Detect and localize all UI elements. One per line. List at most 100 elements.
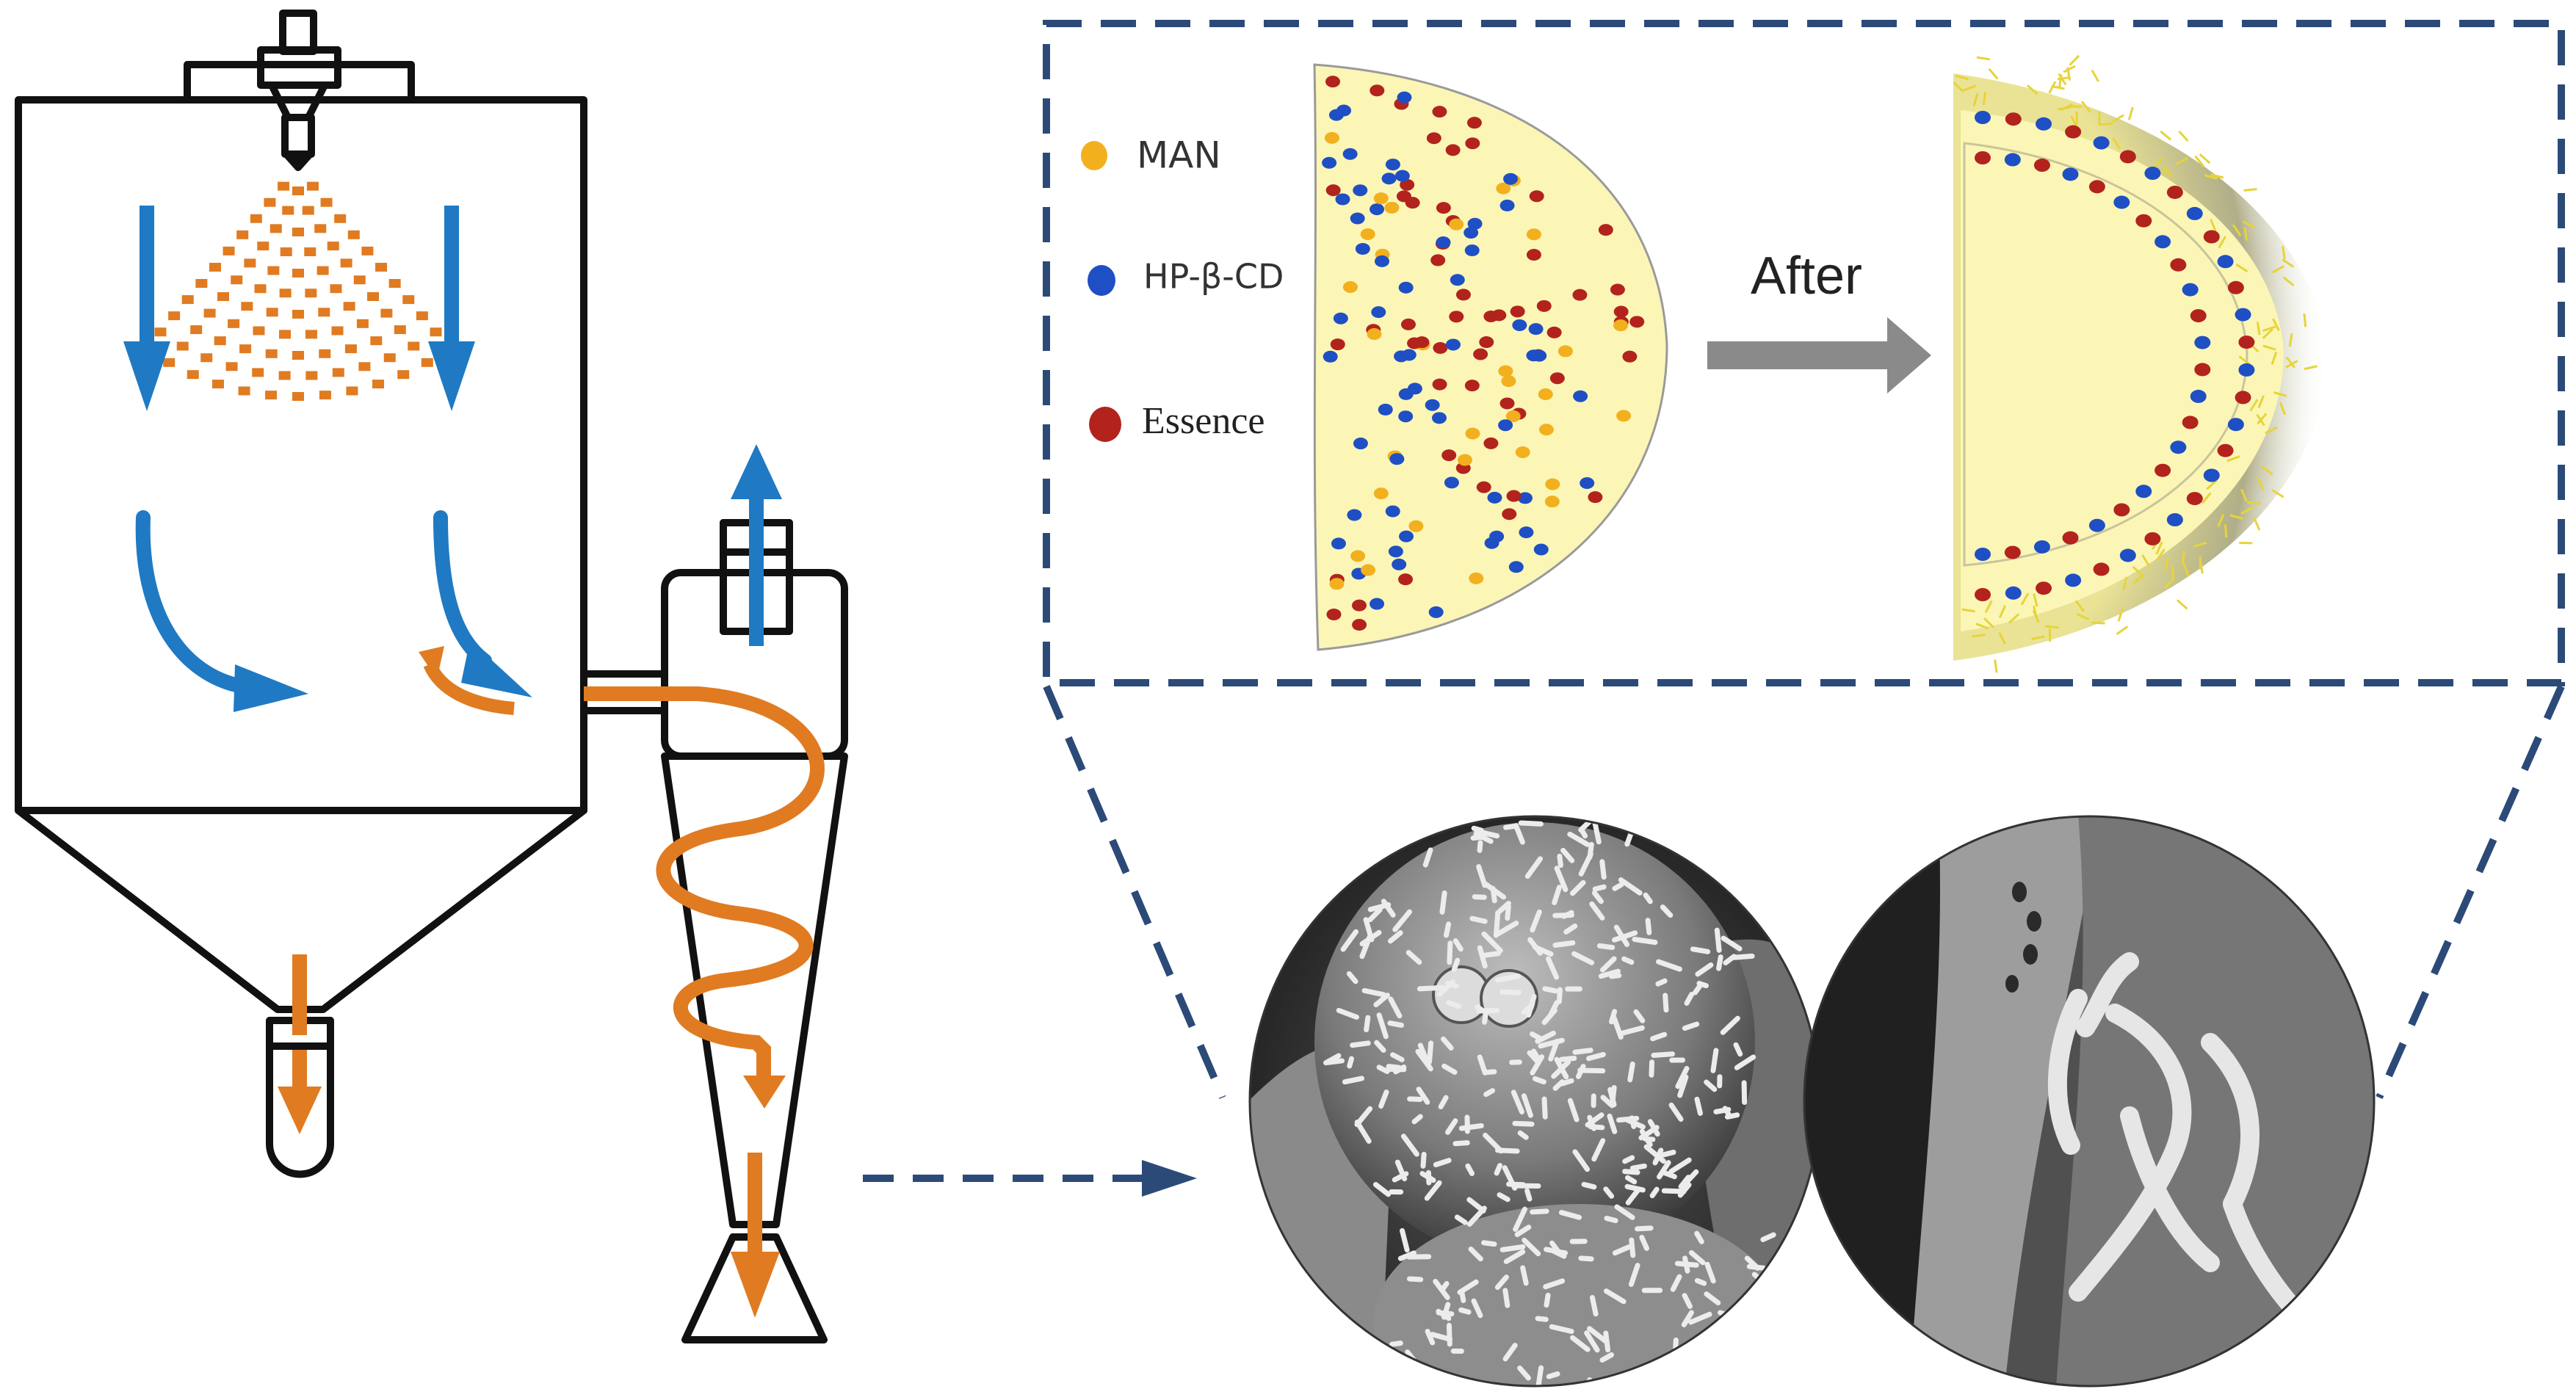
sem-fiber xyxy=(1552,940,1576,949)
sem-fiber xyxy=(1521,1093,1533,1118)
sem-fiber xyxy=(1657,1160,1671,1180)
sem-fiber xyxy=(1681,1310,1694,1327)
fiber xyxy=(2249,399,2259,412)
sem-fiber xyxy=(1541,1096,1548,1120)
sem-fiber xyxy=(1517,1365,1531,1381)
molecule-dot xyxy=(1371,306,1386,319)
fiber xyxy=(2063,65,2076,73)
molecule-dot xyxy=(2235,308,2251,322)
fiber xyxy=(2232,224,2242,236)
sem-fiber xyxy=(1581,1181,1597,1190)
molecule-dot xyxy=(2203,468,2220,482)
droplet xyxy=(305,289,317,298)
molecule-dot xyxy=(1538,424,1554,436)
molecule-dot xyxy=(2004,153,2021,167)
sem-fiber xyxy=(1411,1114,1423,1125)
droplet xyxy=(332,368,344,377)
molecule-dot xyxy=(1401,349,1417,361)
fiber xyxy=(2271,265,2284,274)
droplet xyxy=(279,289,292,298)
molecule-dot xyxy=(2088,180,2105,194)
droplet xyxy=(380,308,393,318)
molecule-dot xyxy=(1508,561,1524,573)
molecule-dot xyxy=(1610,283,1625,296)
molecule-dot xyxy=(1510,305,1525,318)
molecule-dot xyxy=(1498,419,1513,432)
sem-fiber xyxy=(1400,1134,1419,1157)
molecule-dot xyxy=(2005,112,2022,126)
sem-fiber xyxy=(1473,831,1494,844)
fiber xyxy=(2265,426,2278,435)
droplet xyxy=(316,266,329,275)
sem-fiber xyxy=(1503,823,1517,830)
molecule-dot xyxy=(1330,338,1345,351)
droplet xyxy=(358,362,371,371)
sem-fiber xyxy=(1543,1278,1566,1290)
molecule-dot xyxy=(1458,454,1473,466)
molecule-dot xyxy=(1491,309,1507,322)
molecule-dot xyxy=(1378,403,1393,416)
sem-fiber xyxy=(1675,1065,1690,1089)
sem-fiber xyxy=(1430,1332,1453,1342)
sem-fiber xyxy=(1484,1069,1497,1076)
fiber xyxy=(2175,157,2188,166)
sem-fiber xyxy=(1632,937,1658,946)
sem-fiber xyxy=(1677,1074,1689,1098)
sem-fiber xyxy=(1589,901,1605,921)
sem-fiber xyxy=(1503,1249,1526,1264)
nozzle-stem xyxy=(281,114,315,158)
molecule-dot xyxy=(2166,185,2183,199)
molecule-dot xyxy=(1433,341,1448,354)
molecule-dot xyxy=(1425,399,1440,411)
sem-fiber xyxy=(1692,983,1703,995)
fiber xyxy=(2060,103,2074,112)
sem-fiber xyxy=(1656,959,1682,972)
sem-fiber xyxy=(1346,971,1358,984)
molecule-dot xyxy=(1428,606,1444,618)
sem-fiber xyxy=(1714,927,1722,953)
fiber xyxy=(2117,608,2124,622)
molecule-dot xyxy=(1324,131,1339,144)
molecule-dot xyxy=(1975,548,1991,561)
droplet xyxy=(319,349,331,358)
sem-fiber xyxy=(1427,1040,1434,1064)
molecule-dot xyxy=(1370,203,1385,216)
sem-fiber xyxy=(1694,1096,1703,1116)
sem-fiber xyxy=(1554,866,1569,893)
fiber xyxy=(2032,609,2040,623)
sem-fiber xyxy=(1600,1095,1613,1107)
molecule-dot xyxy=(2194,336,2211,349)
particle-after xyxy=(1953,54,2328,673)
droplet xyxy=(267,266,280,275)
molecule-dot xyxy=(1441,449,1457,462)
sem-fiber xyxy=(1682,1293,1693,1309)
sem-fiber xyxy=(1452,1140,1470,1147)
legend-item-man: MAN xyxy=(1081,134,1221,177)
fiber xyxy=(2206,479,2218,490)
sem-fiber xyxy=(1481,1240,1497,1247)
droplet xyxy=(383,353,396,363)
sem-fiber xyxy=(1342,1076,1365,1085)
molecule-dot xyxy=(1533,543,1549,556)
molecule-dot xyxy=(1616,410,1632,422)
molecule-dot xyxy=(1622,350,1638,363)
fiber xyxy=(2069,105,2083,108)
molecule-dot xyxy=(1342,280,1358,293)
fiber xyxy=(2253,518,2261,531)
fiber xyxy=(2193,541,2207,548)
molecule-dot xyxy=(1353,184,1368,197)
droplet xyxy=(430,327,442,337)
molecule-dot xyxy=(1381,173,1397,185)
after-arrow: After xyxy=(1707,247,1931,393)
fiber xyxy=(1994,659,1998,673)
molecule-dot xyxy=(1476,481,1491,493)
sem-fiber xyxy=(1578,1255,1594,1262)
sem-fiber xyxy=(1559,1078,1574,1087)
sem-fiber xyxy=(1628,1263,1640,1287)
molecule-dot xyxy=(1532,349,1547,362)
molecule-dot xyxy=(1352,619,1367,631)
molecule-dot xyxy=(2154,235,2171,249)
molecule-dot xyxy=(1373,192,1389,205)
sem-fiber xyxy=(1522,1237,1541,1257)
collection-vial xyxy=(266,1017,334,1178)
